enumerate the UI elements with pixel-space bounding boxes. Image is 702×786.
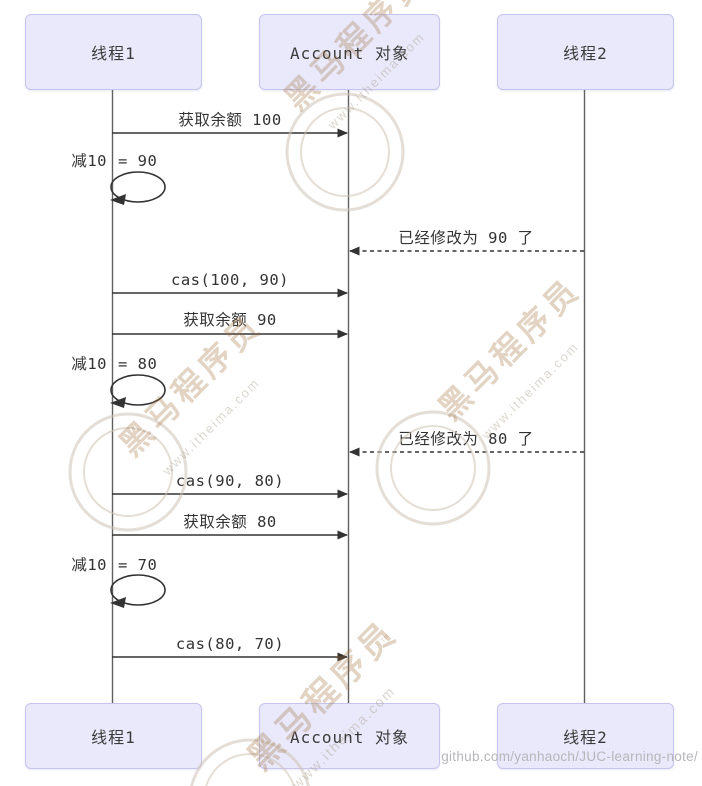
message-label-modified-90: 已经修改为 90 了 (398, 229, 534, 247)
participant-label: Account 对象 (289, 44, 410, 63)
participant-thread2-bottom: 线程2 (497, 703, 674, 769)
message-label-get-balance-80: 获取余额 80 (183, 513, 277, 531)
participant-thread1-bottom: 线程1 (25, 703, 202, 769)
participant-label: 线程1 (91, 44, 136, 63)
message-label-cas-90-80: cas(90, 80) (175, 472, 285, 490)
message-label-equals-90: = 90 (118, 152, 158, 170)
github-credit-text: github.com/yanhaoch/JUC-learning-note/ (441, 749, 698, 764)
message-label-get-balance-100: 获取余额 100 (178, 111, 282, 129)
message-label-equals-70: = 70 (118, 556, 158, 574)
participant-thread2-top: 线程2 (497, 14, 674, 90)
participant-label: 线程2 (563, 728, 608, 747)
message-label-minus10-b: 减10 (71, 355, 107, 373)
self-loop-minus10-70 (110, 574, 166, 608)
participant-label: 线程1 (91, 728, 136, 747)
participant-account-bottom: Account 对象 (259, 703, 440, 769)
participant-account-top: Account 对象 (259, 14, 440, 90)
message-label-minus10-c: 减10 (71, 556, 107, 574)
message-label-modified-80: 已经修改为 80 了 (398, 430, 534, 448)
participant-thread1-top: 线程1 (25, 14, 202, 90)
participant-label: 线程2 (563, 44, 608, 63)
message-label-cas-100-90: cas(100, 90) (171, 271, 289, 289)
self-loop-minus10-90 (110, 171, 166, 205)
message-label-minus10-a: 减10 (71, 152, 107, 170)
self-loop-minus10-80 (110, 374, 166, 408)
message-label-cas-80-70: cas(80, 70) (175, 635, 285, 653)
message-label-equals-80: = 80 (118, 355, 158, 373)
message-label-get-balance-90: 获取余额 90 (183, 311, 277, 329)
participant-label: Account 对象 (289, 728, 410, 747)
